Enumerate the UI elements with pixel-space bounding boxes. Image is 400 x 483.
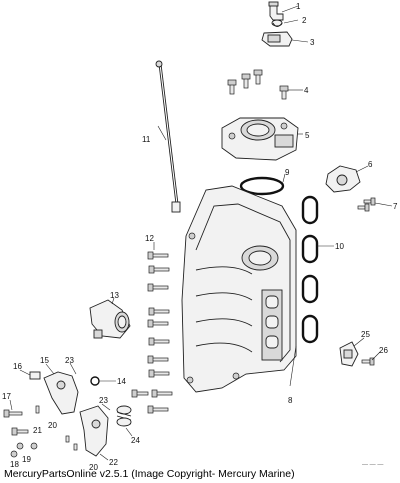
part-manifold-bolts xyxy=(147,251,173,414)
callout-14: 14 xyxy=(117,377,126,386)
part-elbow-fitting xyxy=(268,1,284,21)
part-sensor-bracket xyxy=(261,31,293,47)
callout-20a: 20 xyxy=(48,421,57,430)
callout-3: 3 xyxy=(310,38,315,47)
callout-23b: 23 xyxy=(99,396,108,405)
part-sensor-bolts xyxy=(357,197,376,212)
part-small-clamp xyxy=(271,19,283,27)
footer-caption: MercuryPartsOnline v2.5.1 (Image Copyrig… xyxy=(4,468,295,480)
callout-18: 18 xyxy=(10,460,19,469)
callout-13: 13 xyxy=(110,291,119,300)
callout-2: 2 xyxy=(302,16,307,25)
callout-1: 1 xyxy=(296,2,301,11)
part-throttle-body xyxy=(221,117,299,161)
figure-code-mark: — — — xyxy=(362,462,384,468)
callout-4: 4 xyxy=(304,86,309,95)
callout-25: 25 xyxy=(361,330,370,339)
part-sensor-housing xyxy=(325,165,361,193)
part-side-sensor xyxy=(339,341,375,367)
callout-15: 15 xyxy=(40,356,49,365)
callout-11: 11 xyxy=(142,135,151,144)
part-spring xyxy=(116,405,132,427)
part-intake-manifold xyxy=(181,185,297,393)
callout-22: 22 xyxy=(109,458,118,467)
callout-7: 7 xyxy=(393,202,398,211)
callout-6: 6 xyxy=(368,160,373,169)
callout-20b: 20 xyxy=(89,463,98,472)
callout-21: 21 xyxy=(33,426,42,435)
callout-12: 12 xyxy=(145,234,154,243)
callout-labels: 1 2 3 4 5 6 7 8 9 10 11 12 13 14 15 16 1… xyxy=(2,2,398,472)
part-port-gaskets xyxy=(301,195,319,344)
part-pump-bracket xyxy=(79,405,109,457)
callout-9: 9 xyxy=(285,168,290,177)
part-spring-bolts xyxy=(131,389,149,398)
part-o-ring xyxy=(90,376,100,386)
callout-23a: 23 xyxy=(65,356,74,365)
callout-8: 8 xyxy=(288,396,293,405)
callout-5: 5 xyxy=(305,131,310,140)
callout-16: 16 xyxy=(13,362,22,371)
callout-19: 19 xyxy=(22,455,31,464)
part-lower-bracket xyxy=(29,371,79,415)
part-throttle-gasket xyxy=(239,176,285,196)
callout-24: 24 xyxy=(131,436,140,445)
leader-lines xyxy=(9,5,393,461)
callout-17: 17 xyxy=(2,392,11,401)
callout-10: 10 xyxy=(335,242,344,251)
callout-26: 26 xyxy=(379,346,388,355)
part-valve-assembly xyxy=(89,299,131,339)
part-small-hardware xyxy=(3,405,78,458)
part-dipstick xyxy=(155,60,181,213)
part-bolts-throttle xyxy=(227,69,289,100)
